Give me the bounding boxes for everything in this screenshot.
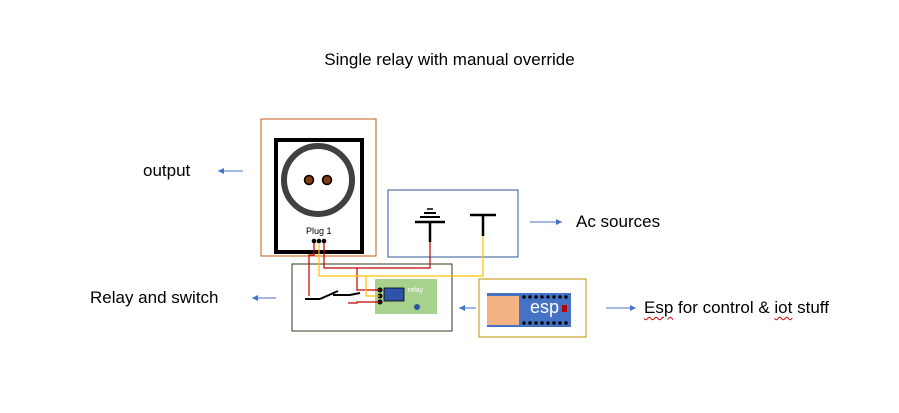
esp-pin-header-bottom — [522, 321, 568, 325]
ac-source-symbol-2 — [470, 213, 496, 236]
plug-label: Plug 1 — [306, 226, 332, 236]
diagram-title: Single relay with manual override — [324, 50, 575, 69]
ac-sources-label: Ac sources — [576, 212, 661, 231]
plug-terminal — [311, 238, 317, 244]
esp-box — [478, 278, 587, 338]
socket-pin-right — [321, 174, 333, 186]
red-wires — [308, 242, 431, 304]
relay-switch-label: Relay and switch — [90, 288, 219, 307]
manual-switch — [305, 290, 361, 300]
relay-switch-box — [291, 263, 453, 332]
plug-terminal — [316, 238, 322, 244]
output-label: output — [143, 161, 191, 180]
iot-word: iot — [774, 298, 793, 317]
ac-sources-box — [387, 189, 519, 258]
relay-led — [414, 304, 420, 310]
relay-coil — [383, 287, 405, 302]
socket-pin-left — [303, 174, 315, 186]
ac-source-symbol-1 — [415, 208, 445, 242]
plug-terminal — [321, 238, 327, 244]
socket-outer — [281, 143, 355, 217]
esp-word: Esp — [644, 298, 674, 317]
relay-label: relay — [408, 287, 424, 294]
esp-pin-header-top — [522, 295, 568, 299]
yellow-wires — [318, 236, 484, 297]
esp-board-label: esp — [530, 297, 560, 317]
esp-control-label: Esp for control & iot stuff — [644, 298, 829, 318]
esp-chip — [487, 296, 519, 325]
esp-middle-text: for control & — [673, 298, 775, 317]
esp-end-text: stuff — [792, 298, 829, 317]
esp-led — [562, 305, 567, 312]
